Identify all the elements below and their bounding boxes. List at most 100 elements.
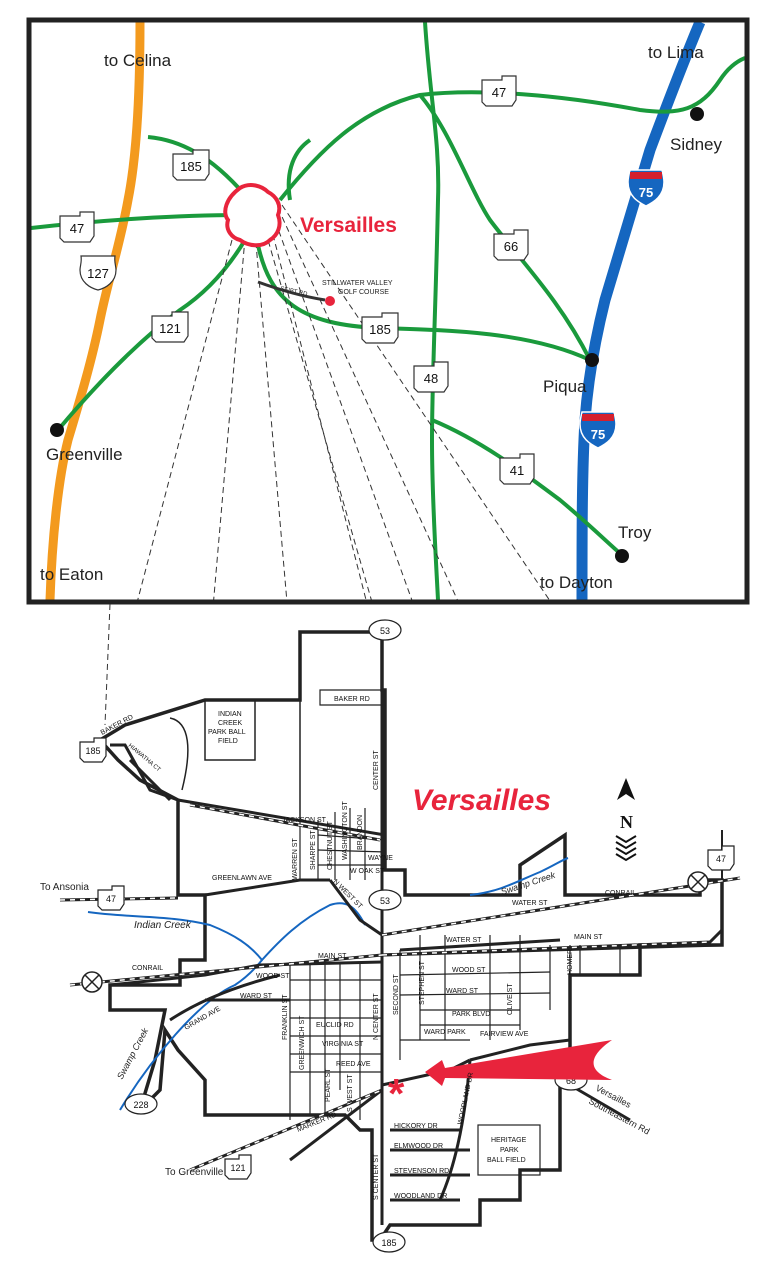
versailles-town-shape xyxy=(223,183,282,248)
us-127-road xyxy=(45,22,145,600)
route-185-south-road xyxy=(256,244,591,362)
chestnut-st-label: CHESTNUT ST xyxy=(327,820,334,870)
elmwood-dr-label: ELMWOOD DR xyxy=(394,1143,443,1150)
route-121-shield-town: 121 xyxy=(224,1154,252,1180)
stevenson-rd-label: STEVENSON RD xyxy=(394,1168,449,1175)
wood-st-west-label: WOOD ST xyxy=(256,973,290,980)
woodland-dr-horizontal-label: WOODLAND DR xyxy=(394,1193,447,1200)
route-185b-shield: 185 xyxy=(361,312,399,344)
greenlawn-ave-label: GREENLAWN AVE xyxy=(212,875,272,882)
route-53-shield-south: 53 xyxy=(368,889,402,911)
w-oak-st-label: W OAK ST xyxy=(350,868,385,875)
route-47-shield: 47 xyxy=(59,211,95,243)
svg-text:47: 47 xyxy=(70,221,84,236)
svg-text:48: 48 xyxy=(424,371,438,386)
fairview-ave-label: FAIRVIEW AVE xyxy=(480,1031,529,1038)
stephen-st-label: STEPHEN ST xyxy=(419,960,426,1005)
to-eaton-label: to Eaton xyxy=(40,565,103,584)
to-lima-label: to Lima xyxy=(648,43,704,62)
wayne-label: WAYNE xyxy=(368,855,393,862)
route-47-shield-east: 47 xyxy=(707,845,735,871)
route-48-shield: 48 xyxy=(413,361,449,393)
indian-creek-park-label-2: CREEK xyxy=(218,720,242,727)
route-66-shield: 66 xyxy=(493,229,529,261)
regional-map-frame xyxy=(26,17,750,605)
route-41-road xyxy=(431,418,624,557)
svg-text:47: 47 xyxy=(106,894,116,904)
greenville-label: Greenville xyxy=(46,445,123,464)
s-west-st-label: S WEST ST xyxy=(347,1074,354,1112)
golf-course-label-1: STILLWATER VALLEY xyxy=(322,280,393,287)
ward-park-label: WARD PARK xyxy=(424,1029,466,1036)
indian-creek-label: Indian Creek xyxy=(134,920,192,931)
route-53-shield-north: 53 xyxy=(368,619,402,641)
ward-st-east-label: WARD ST xyxy=(446,988,479,995)
svg-text:185: 185 xyxy=(369,322,391,337)
greenwich-st-label: GREENWICH ST xyxy=(299,1015,306,1070)
route-121-shield: 121 xyxy=(151,311,189,343)
route-185-shield-south: 185 xyxy=(372,1231,406,1253)
i-75-shield-north: 75 xyxy=(627,169,665,207)
svg-text:185: 185 xyxy=(85,746,100,756)
svg-text:47: 47 xyxy=(716,854,726,864)
to-ansonia-label: To Ansonia xyxy=(40,882,89,893)
center-st-north-label: CENTER ST xyxy=(373,750,380,790)
indian-creek xyxy=(87,902,366,962)
indian-creek-park-label-3: PARK BALL xyxy=(208,729,246,736)
homer-label: HOMER xyxy=(567,949,574,975)
heritage-park-label-3: BALL FIELD xyxy=(487,1157,526,1164)
to-dayton-label: to Dayton xyxy=(540,573,613,592)
route-185-shield: 185 xyxy=(172,149,210,181)
regional-map: SEIBT RD xyxy=(26,17,750,605)
main-st-west-label: MAIN ST xyxy=(318,953,347,960)
route-41-shield: 41 xyxy=(499,453,535,485)
rr-crossing-west-icon xyxy=(81,971,103,993)
hickory-dr-label: HICKORY DR xyxy=(394,1123,438,1130)
versailles-regional-title: Versailles xyxy=(300,214,397,237)
svg-text:68: 68 xyxy=(566,1076,576,1086)
conrail-west-label: CONRAIL xyxy=(132,965,163,972)
svg-text:185: 185 xyxy=(180,159,202,174)
route-48-road xyxy=(423,22,441,600)
swamp-creek-east xyxy=(469,857,569,896)
svg-text:121: 121 xyxy=(159,321,181,336)
location-arrow-icon xyxy=(425,1040,612,1086)
ward-st-west-label: WARD ST xyxy=(240,993,273,1000)
svg-text:N: N xyxy=(620,812,633,832)
svg-text:75: 75 xyxy=(591,427,605,442)
park-blvd-label: PARK BLVD xyxy=(452,1011,490,1018)
route-228-shield: 228 xyxy=(124,1093,158,1115)
washington-st-label: WASHINGTON ST xyxy=(342,801,349,860)
svg-text:41: 41 xyxy=(510,463,524,478)
svg-text:228: 228 xyxy=(133,1100,148,1110)
sidney-label: Sidney xyxy=(670,135,722,154)
svg-text:185: 185 xyxy=(381,1238,396,1248)
golf-course-label-2: GOLF COURSE xyxy=(338,289,389,296)
route-47-shield-west: 47 xyxy=(97,885,125,911)
virginia-st-label: VIRGINIA ST xyxy=(322,1041,364,1048)
railroad-main-east xyxy=(381,928,724,957)
second-st-label: SECOND ST xyxy=(393,973,400,1015)
svg-text:66: 66 xyxy=(504,239,518,254)
location-asterisk-icon: * xyxy=(388,1070,405,1117)
franklin-st-label: FRANKLIN ST xyxy=(282,994,289,1040)
sidney-dot xyxy=(690,107,704,121)
versailles-town-title: Versailles xyxy=(412,784,551,817)
troy-label: Troy xyxy=(618,523,652,542)
main-st-east-label: MAIN ST xyxy=(574,934,603,941)
svg-text:121: 121 xyxy=(230,1163,245,1173)
seibt-rd-label: SEIBT RD xyxy=(280,286,309,298)
water-st-label-1: WATER ST xyxy=(512,900,548,907)
route-47b-shield: 47 xyxy=(481,75,517,107)
wood-st-east-label: WOOD ST xyxy=(452,967,486,974)
piqua-label: Piqua xyxy=(543,377,587,396)
troy-dot xyxy=(615,549,629,563)
reed-ave-label: REED AVE xyxy=(336,1061,371,1068)
i-75-shield-south: 75 xyxy=(579,411,617,449)
rr-crossing-east-icon xyxy=(687,871,709,893)
indian-creek-park-label-1: INDIAN xyxy=(218,711,242,718)
olive-st-label: OLIVE ST xyxy=(507,983,514,1015)
route-47-west-road xyxy=(31,213,241,230)
north-arrow-icon: N xyxy=(615,778,637,862)
